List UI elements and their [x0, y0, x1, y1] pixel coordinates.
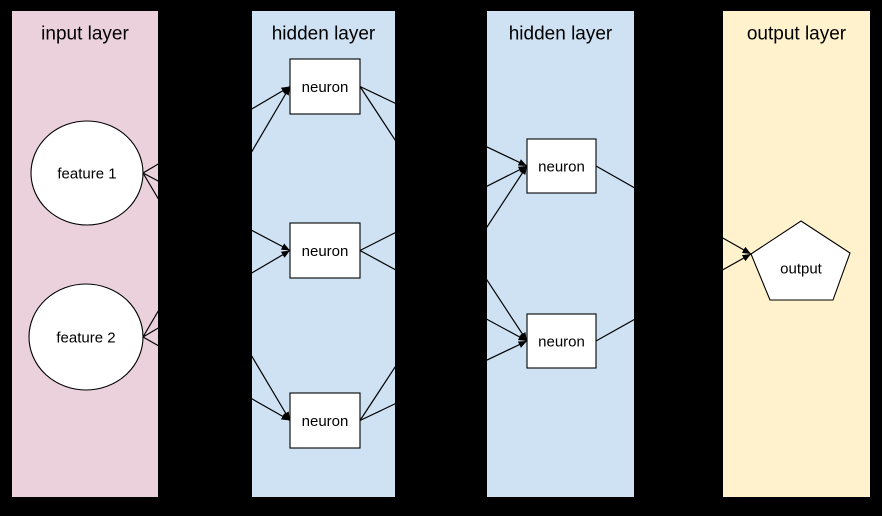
edge-h2-neuron-2-to-output [595, 253, 752, 342]
layer-panel-input-layer [12, 11, 158, 497]
panel-title-output-layer: output layer [747, 24, 847, 45]
node-h1-neuron-3 [289, 392, 361, 449]
node-feature-1 [30, 120, 144, 226]
panel-title-input-layer: input layer [41, 24, 129, 45]
node-h2-neuron-1 [526, 138, 597, 194]
node-label-feature-2: feature 2 [56, 329, 115, 346]
panel-title-hidden-layer-1: hidden layer [272, 24, 376, 45]
edge-feature-2-to-h1-neuron-2 [142, 249, 291, 338]
node-label-h1-neuron-3: neuron [302, 413, 349, 430]
edge-feature-1-to-h1-neuron-1 [142, 85, 291, 174]
edge-feature-2-to-h1-neuron-3 [142, 336, 291, 422]
node-label-output: output [780, 260, 823, 277]
node-h1-neuron-2 [289, 222, 361, 279]
node-label-h1-neuron-2: neuron [302, 243, 349, 260]
node-label-feature-1: feature 1 [57, 165, 116, 182]
panel-title-hidden-layer-2: hidden layer [509, 24, 613, 45]
node-feature-2 [28, 283, 144, 391]
layer-panel-hidden-layer-2 [487, 11, 634, 497]
edge-h1-neuron-1-to-h2-neuron-2 [359, 86, 528, 342]
edge-feature-2-to-h1-neuron-1 [142, 86, 291, 338]
node-label-h2-neuron-2: neuron [538, 333, 585, 350]
node-output [750, 220, 851, 301]
edge-h1-neuron-3-to-h2-neuron-2 [359, 340, 528, 422]
node-label-h2-neuron-1: neuron [538, 158, 585, 175]
node-h1-neuron-1 [289, 58, 361, 115]
node-h2-neuron-2 [526, 313, 597, 369]
edge-h1-neuron-1-to-h2-neuron-1 [359, 85, 528, 167]
edge-h1-neuron-3-to-h2-neuron-1 [359, 165, 528, 421]
node-label-h1-neuron-1: neuron [302, 79, 349, 96]
edge-h1-neuron-2-to-h2-neuron-1 [359, 165, 528, 252]
edge-h2-neuron-1-to-output [595, 165, 752, 255]
edge-feature-1-to-h1-neuron-3 [142, 172, 291, 421]
edge-h1-neuron-2-to-h2-neuron-2 [359, 249, 528, 342]
